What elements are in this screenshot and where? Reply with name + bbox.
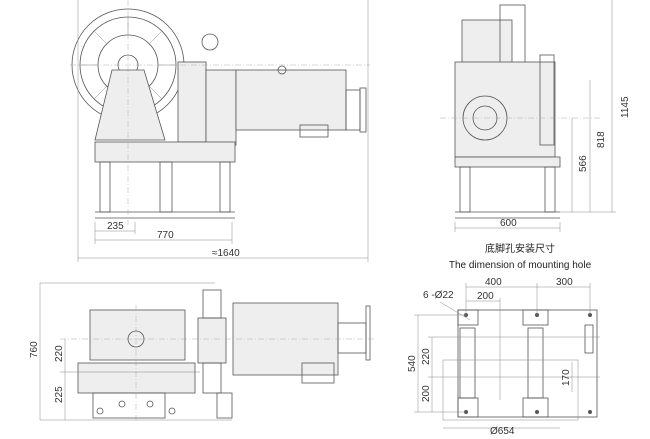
mounting-hole-view: 底脚孔安装尺寸 The dimension of mounting hole 4…	[407, 242, 600, 437]
side-view: 600 1145 818 566	[440, 0, 631, 232]
dim-770: 770	[157, 230, 174, 241]
base-frame	[94, 141, 236, 163]
dim-600: 600	[500, 218, 517, 229]
dim-400: 400	[485, 277, 502, 288]
dim-225: 225	[54, 386, 65, 403]
handwheel	[359, 87, 367, 133]
dim-540: 540	[407, 355, 418, 372]
dim-235: 235	[107, 221, 124, 232]
motor	[235, 69, 347, 131]
front-view: 235 770 ≈1640	[70, 0, 370, 262]
mounting-title-cn: 底脚孔安装尺寸	[485, 242, 555, 255]
brake	[205, 69, 237, 146]
dim-760: 760	[29, 341, 40, 358]
holes-label: 6 -Ø22	[423, 290, 454, 301]
sheave-support	[94, 69, 166, 141]
brake-top	[197, 317, 227, 364]
dim-200-left: 200	[421, 385, 432, 402]
dim-220: 220	[421, 348, 432, 365]
gearbox-top	[89, 309, 186, 361]
top-view: 760 220 225	[29, 282, 375, 421]
dim-220: 220	[54, 345, 65, 362]
dim-1640: ≈1640	[212, 248, 240, 259]
dim-654: Ø654	[490, 426, 515, 437]
dim-1145: 1145	[620, 96, 631, 118]
dim-170: 170	[561, 369, 572, 386]
dim-300: 300	[556, 277, 573, 288]
dim-200-top: 200	[477, 291, 494, 302]
dim-566: 566	[578, 155, 589, 172]
mounting-title-en: The dimension of mounting hole	[449, 260, 592, 271]
dim-818: 818	[596, 131, 607, 148]
